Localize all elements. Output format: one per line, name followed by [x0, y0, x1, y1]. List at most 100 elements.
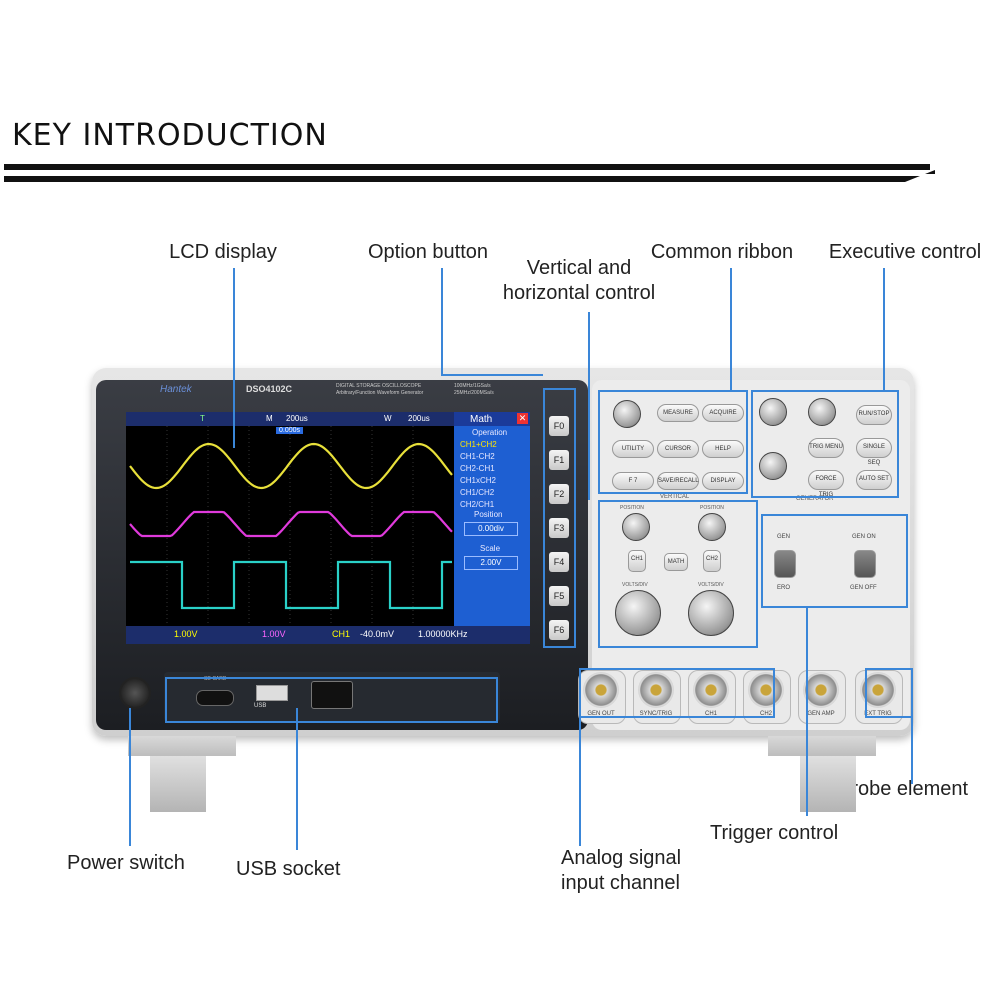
option-key-f0[interactable]: F0	[549, 416, 569, 436]
connector-label: SYNC/TRIG	[639, 711, 673, 717]
utility-button[interactable]: UTILITY	[612, 440, 654, 458]
usb-device-port[interactable]	[311, 681, 353, 709]
cursor-button[interactable]: CURSOR	[657, 440, 699, 458]
time-div-knob[interactable]	[759, 452, 787, 480]
usb-socket-highlight	[165, 677, 498, 723]
power-switch[interactable]	[119, 677, 151, 709]
main-timebase-label: M	[266, 414, 273, 423]
position-value: 0.00div	[464, 522, 518, 536]
brand-logo: Hantek	[160, 384, 192, 395]
f7-button[interactable]: F 7	[612, 472, 654, 490]
position-2-label: POSITION	[700, 505, 724, 511]
math-option[interactable]: CH2/CH1	[460, 500, 495, 509]
lcd-bottom-bar: 1.00V 1.00V CH1 -40.0mV 1.00000KHz	[126, 626, 530, 644]
acquire-button[interactable]: ACQUIRE	[702, 404, 744, 422]
option-key-f2[interactable]: F2	[549, 484, 569, 504]
math-option[interactable]: CH2-CH1	[460, 464, 495, 473]
gen-label: GEN	[777, 534, 791, 540]
trigger-level-knob[interactable]	[808, 398, 836, 426]
generator-label: GENERATOR	[796, 496, 834, 502]
option-button-leader-v	[441, 268, 443, 375]
ch1-volts-div-knob[interactable]	[615, 590, 661, 636]
math-option[interactable]: CH1-CH2	[460, 452, 495, 461]
ch1-trace	[129, 442, 453, 490]
trig-menu-button[interactable]: TRIG MENU	[808, 438, 844, 458]
ero-label: ERO	[777, 585, 791, 591]
math-option[interactable]: CH1xCH2	[460, 476, 497, 485]
usb-socket[interactable]	[256, 685, 288, 701]
multipurpose-knob[interactable]	[613, 400, 641, 428]
ch2-volts-div-knob[interactable]	[688, 590, 734, 636]
option-key-f3[interactable]: F3	[549, 518, 569, 538]
connector-label: EXT TRIG	[864, 711, 892, 717]
horizontal-position-knob[interactable]	[759, 398, 787, 426]
bnc-connector[interactable]	[803, 672, 839, 708]
save-recall-button[interactable]: SAVE/RECALL	[657, 472, 699, 490]
header-rule	[4, 164, 935, 182]
analog-input-highlight	[579, 668, 775, 718]
callout-vertical-horizontal-1: Vertical and	[526, 257, 632, 279]
analog-input-leader	[579, 718, 581, 846]
math-option[interactable]: CH1+CH2	[460, 440, 497, 449]
ch2-menu-button[interactable]: CH2	[703, 550, 721, 572]
executive-control-leader	[883, 268, 885, 390]
scale-label: Scale	[480, 544, 501, 553]
vertical-horizontal-leader	[588, 312, 590, 500]
trigger-mode-label: T	[200, 414, 205, 423]
option-key-f4[interactable]: F4	[549, 552, 569, 572]
trigger-control-leader	[806, 608, 808, 816]
single-seq-button[interactable]: SINGLE SEQ	[856, 438, 892, 466]
connector-label: CH1	[704, 711, 717, 717]
option-key-f5[interactable]: F5	[549, 586, 569, 606]
callout-executive-control: Executive control	[828, 241, 982, 263]
force-trig-button[interactable]: FORCE TRIG	[808, 470, 844, 498]
left-foot-leg	[150, 756, 206, 812]
common-ribbon-highlight	[598, 390, 748, 494]
help-button[interactable]: HELP	[702, 440, 744, 458]
ch2-scale: 1.00V	[262, 629, 286, 639]
ch1-menu-button[interactable]: CH1	[628, 550, 646, 572]
waveform-area	[129, 426, 453, 626]
display-button[interactable]: DISPLAY	[702, 472, 744, 490]
ch2-position-knob[interactable]	[698, 513, 726, 541]
option-button-leader-h	[441, 374, 543, 376]
option-button-highlight	[543, 388, 576, 648]
frequency-readout: 1.00000KHz	[418, 629, 468, 639]
connector-label: GEN AMP	[807, 711, 835, 717]
usb-label: USB	[254, 703, 267, 709]
sd-card-slot[interactable]	[196, 690, 234, 706]
trigger-channel: CH1	[332, 629, 351, 639]
ch1-position-knob[interactable]	[622, 513, 650, 541]
option-key-f6[interactable]: F6	[549, 620, 569, 640]
option-key-f1[interactable]: F1	[549, 450, 569, 470]
device-description-1: DIGITAL STORAGE OSCILLOSCOPE	[336, 383, 422, 389]
run-stop-button[interactable]: RUN/STOP	[856, 405, 892, 425]
callout-probe-element: Probe element	[838, 778, 969, 800]
bnc-connector[interactable]	[583, 672, 619, 708]
usb-socket-leader	[296, 708, 298, 850]
power-switch-leader	[129, 708, 131, 846]
math-trace	[130, 560, 452, 610]
trigger-control-highlight	[761, 514, 908, 608]
bnc-connector[interactable]	[748, 672, 784, 708]
math-menu-title: Math	[470, 414, 493, 425]
gen-on-off-button[interactable]	[854, 550, 876, 578]
position-1-label: POSITION	[620, 505, 644, 511]
measure-button[interactable]: MEASURE	[657, 404, 699, 422]
bnc-connector[interactable]	[693, 672, 729, 708]
sd-card-label: SD CARD	[204, 676, 227, 682]
math-option[interactable]: CH1/CH2	[460, 488, 495, 497]
bnc-connector[interactable]	[638, 672, 674, 708]
close-icon[interactable]: ✕	[517, 413, 528, 424]
auto-set-button[interactable]: AUTO SET	[856, 470, 892, 490]
callout-option-button: Option button	[367, 241, 489, 263]
probe-element-leader-v	[911, 690, 913, 784]
window-timebase-value: 200us	[408, 414, 430, 423]
callout-usb-socket: USB socket	[236, 858, 341, 880]
math-button[interactable]: MATH	[664, 553, 688, 571]
model-name: DSO4102C	[246, 384, 293, 394]
gen-button[interactable]	[774, 550, 796, 578]
connector-label: GEN OUT	[587, 711, 615, 717]
common-ribbon-leader	[730, 268, 732, 390]
